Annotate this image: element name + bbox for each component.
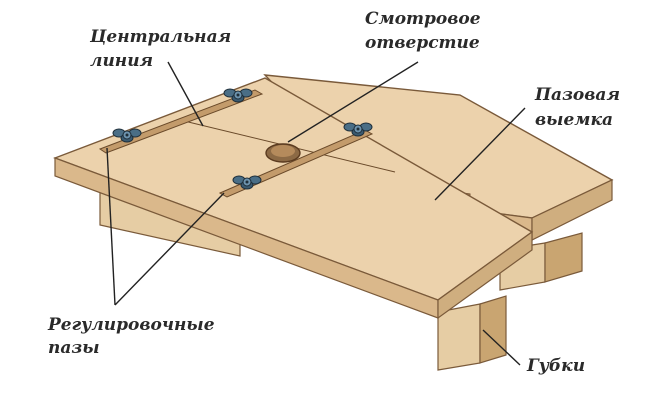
label-center-line-1: Центральная — [89, 27, 231, 47]
jaw-front — [437, 295, 507, 371]
label-groove-notch-2: выемка — [535, 110, 613, 130]
label-adjusting-slots-2: пазы — [48, 338, 100, 358]
leader-lines — [106, 61, 526, 366]
front-plate — [53, 77, 534, 320]
label-groove-notch-1: Пазовая — [534, 85, 620, 105]
label-center-line-2: линия — [90, 51, 153, 71]
view-hole — [265, 143, 301, 163]
label-view-hole-2: отверстие — [365, 33, 480, 53]
adjusting-slot-left — [98, 89, 264, 154]
label-view-hole-1: Смотровое — [365, 9, 481, 29]
label-jaws: Губки — [526, 356, 585, 376]
label-adjusting-slots-1: Регулировочные — [47, 315, 215, 335]
